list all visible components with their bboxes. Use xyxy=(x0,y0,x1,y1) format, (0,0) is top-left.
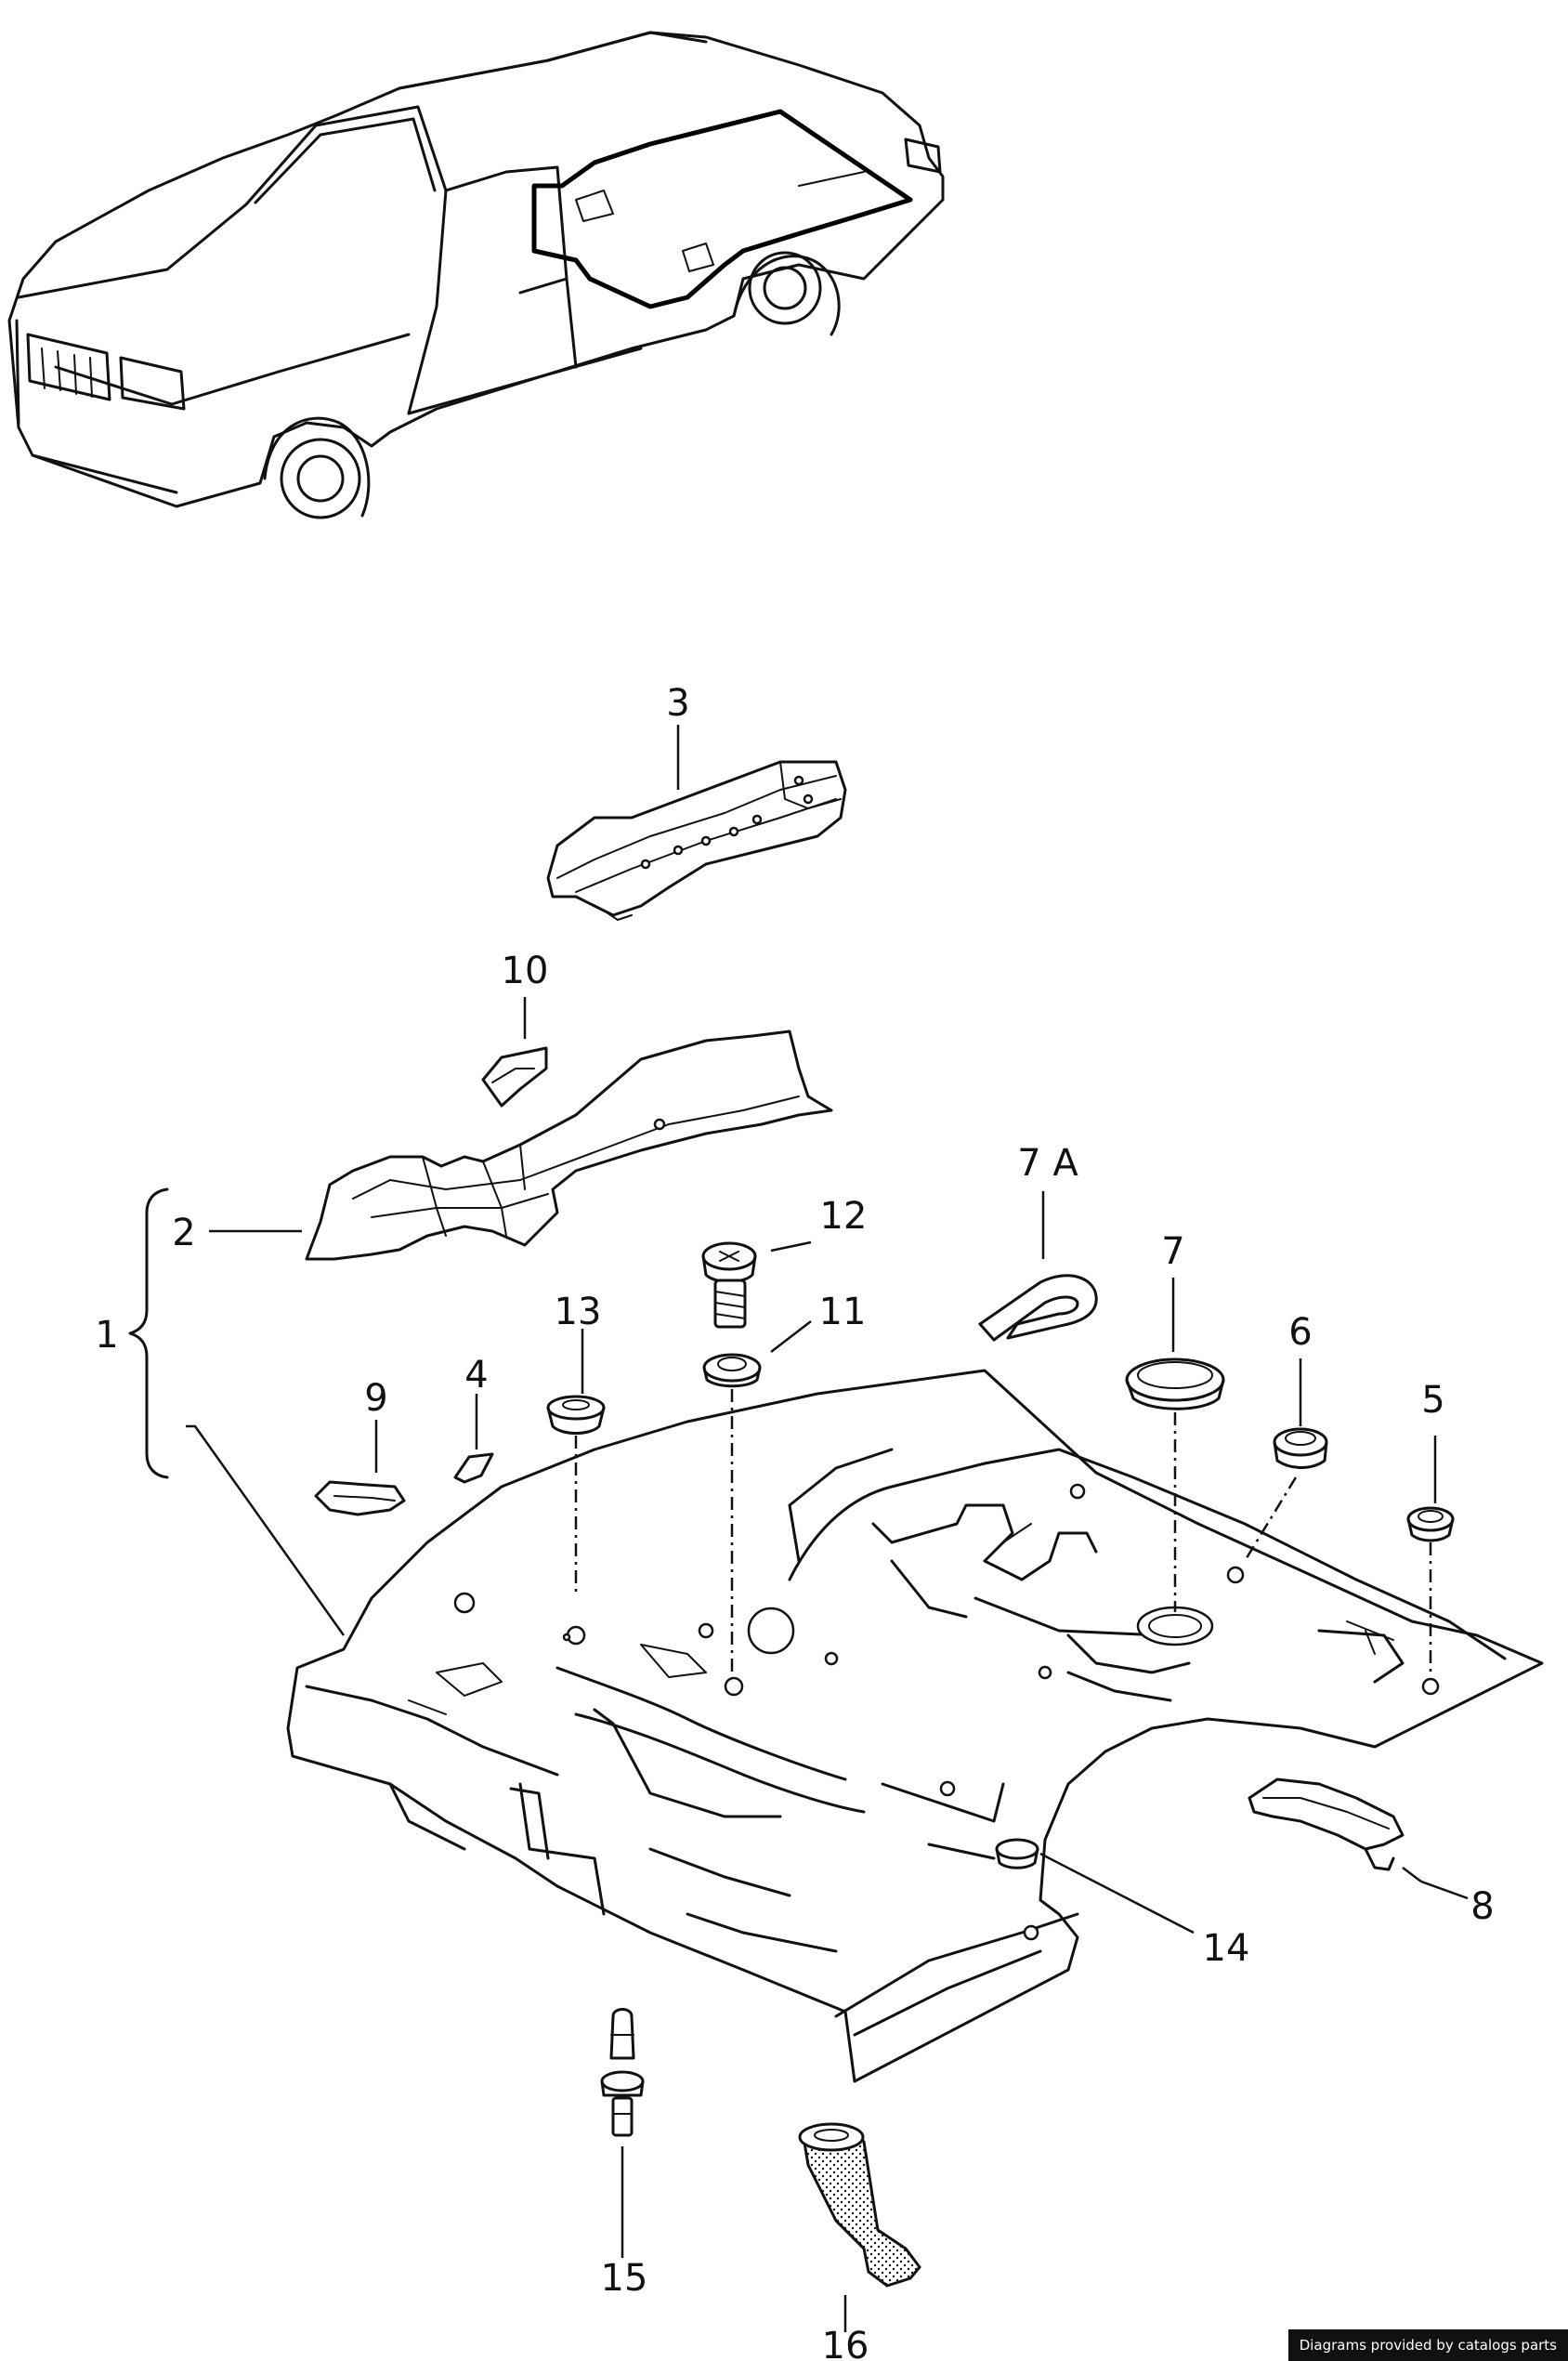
part-10-bracket xyxy=(481,1046,548,1108)
part-12-screw xyxy=(701,1241,757,1329)
callout-2: 2 xyxy=(172,1212,195,1254)
callout-10: 10 xyxy=(502,950,549,992)
part-9-plate xyxy=(314,1480,406,1516)
callout-1: 1 xyxy=(95,1314,118,1357)
callout-5: 5 xyxy=(1421,1379,1444,1422)
part-4-plate xyxy=(453,1452,494,1484)
car-overview-illustration xyxy=(7,31,945,519)
part-2-longitudinal-member xyxy=(305,1030,833,1261)
callout-15: 15 xyxy=(601,2257,648,2300)
front-wheel xyxy=(263,416,371,519)
callout-16: 16 xyxy=(822,2325,869,2361)
callout-14: 14 xyxy=(1203,1927,1250,1970)
callout-11: 11 xyxy=(819,1291,867,1333)
callout-8: 8 xyxy=(1470,1885,1494,1928)
part-3-cross-member xyxy=(546,760,847,921)
group-1-brace xyxy=(128,1187,169,1479)
callout-6: 6 xyxy=(1288,1311,1312,1354)
callout-4: 4 xyxy=(464,1354,488,1397)
part-16-drain-hose xyxy=(798,2122,921,2288)
callout-7: 7 xyxy=(1161,1230,1184,1273)
callout-7a: 7 A xyxy=(1017,1142,1078,1185)
part-11-grommet xyxy=(702,1353,762,1388)
callout-13: 13 xyxy=(555,1291,602,1333)
credit-banner: Diagrams provided by catalogs parts xyxy=(1287,2329,1568,2361)
part-13-plug xyxy=(546,1395,606,1435)
part-7a-u-hose xyxy=(978,1274,1098,1342)
callout-labels: 3 10 2 1 7 A 12 7 11 13 6 4 9 5 8 14 15 … xyxy=(95,682,1494,2361)
leader-lines xyxy=(186,725,1469,2332)
part-5-grommet xyxy=(1406,1506,1455,1542)
callout-9: 9 xyxy=(364,1377,387,1420)
part-8-bracket xyxy=(1248,1777,1405,1871)
part-1-floor-pan xyxy=(286,1369,1544,2083)
part-15-stud xyxy=(600,2008,645,2137)
rear-wheel xyxy=(732,251,841,336)
part-6-grommet xyxy=(1273,1427,1328,1469)
highlighted-floor-panel xyxy=(531,109,913,309)
part-7-large-grommet xyxy=(1125,1358,1225,1410)
assembly-lines xyxy=(574,1389,1432,1672)
part-14-plug xyxy=(995,1838,1039,1869)
callout-3: 3 xyxy=(666,682,689,725)
callout-12: 12 xyxy=(820,1195,868,1238)
